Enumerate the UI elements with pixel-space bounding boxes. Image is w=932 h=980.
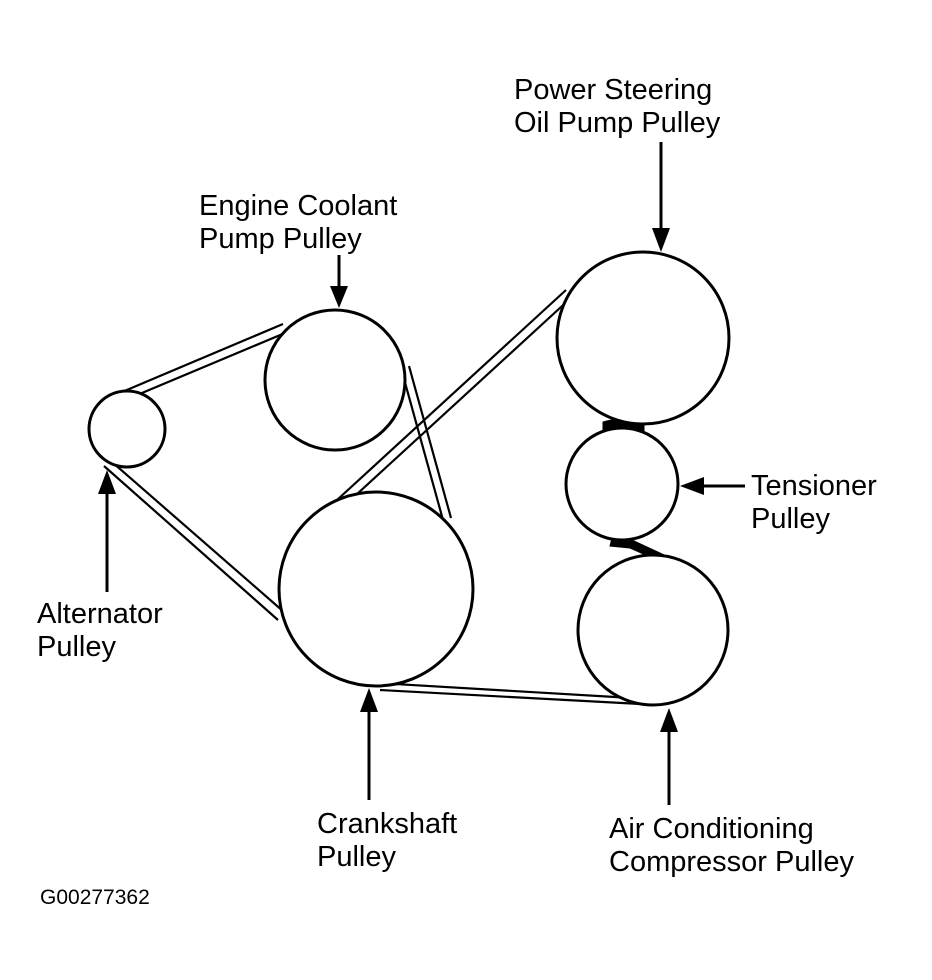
label-power-steering: Power Steering Oil Pump Pulley [514,74,721,139]
label-tensioner: Tensioner Pulley [751,470,885,535]
label-alternator-line-2: Pulley [37,631,116,663]
label-air-conditioning: Air Conditioning Compressor Pulley [609,813,854,878]
air-conditioning-compressor-pulley [576,553,730,707]
arrow-tensioner [680,477,745,495]
crankshaft-pulley [277,490,475,688]
label-crankshaft: Crankshaft Pulley [317,808,465,873]
arrow-power-steering [652,142,670,252]
label-air-conditioning-line-2: Compressor Pulley [609,846,854,878]
engine-coolant-pump-pulley [263,308,407,452]
arrow-crankshaft [360,688,378,800]
label-engine-coolant-line-1: Engine Coolant [199,190,397,222]
tensioner-pulley [564,426,680,542]
label-tensioner-line-1: Tensioner [751,470,877,502]
label-power-steering-line-1: Power Steering [514,74,712,106]
label-alternator-line-1: Alternator [37,598,163,630]
power-steering-oil-pump-pulley [555,250,731,426]
label-crankshaft-line-1: Crankshaft [317,808,457,840]
arrow-air-conditioning [660,708,678,805]
arrow-engine-coolant [330,255,348,308]
belt-segment-crankshaft-to-ac [377,681,641,706]
figure-id: G00277362 [40,886,150,909]
label-alternator: Alternator Pulley [37,598,171,663]
label-tensioner-line-2: Pulley [751,503,830,535]
belt-segment-alternator-to-coolant [121,322,286,400]
label-air-conditioning-line-1: Air Conditioning [609,813,814,845]
alternator-pulley [87,389,167,469]
belt-segment-alternator-to-crankshaft [103,461,285,621]
belt-segment-crankshaft-to-power-steering [336,289,574,507]
label-engine-coolant: Engine Coolant Pump Pulley [199,190,405,255]
belt-segment-coolant-to-crankshaft [399,365,453,521]
label-crankshaft-line-2: Pulley [317,841,396,873]
label-power-steering-line-2: Oil Pump Pulley [514,107,721,139]
label-engine-coolant-line-2: Pump Pulley [199,223,362,255]
arrow-alternator [98,470,116,592]
